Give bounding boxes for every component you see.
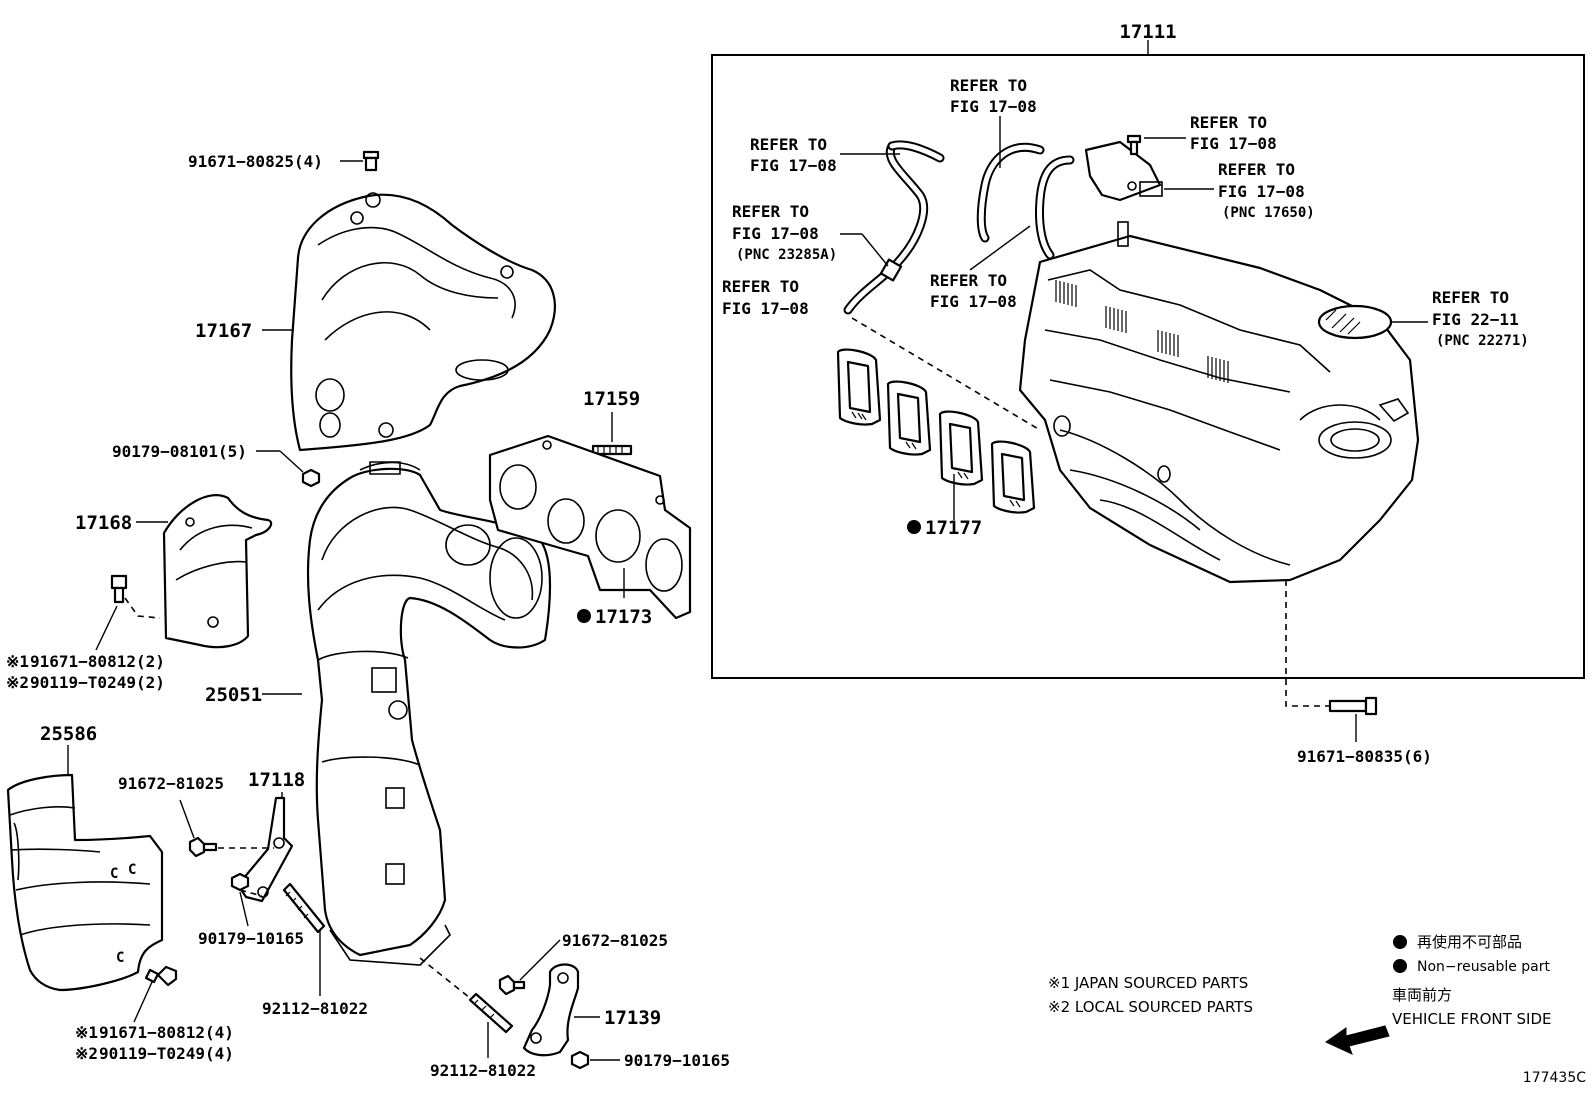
refer-2-line2: FIG 17−08: [750, 156, 837, 175]
refer-5-line1: REFER TO: [930, 271, 1007, 290]
mark-local-1: ※2: [6, 673, 29, 692]
label-17167: 17167: [195, 320, 252, 342]
stud-92112-81022-upper: [282, 882, 326, 934]
pcv-hose-left: [843, 140, 945, 315]
diagram-id: 177435C: [1523, 1070, 1586, 1086]
refer-3-line2: FIG 17−08: [732, 224, 819, 243]
nonreusable-marker-17177: [907, 520, 921, 534]
svg-text:C: C: [110, 866, 118, 882]
label-91671-80825: 91671−80825(4): [188, 152, 323, 171]
refer-3-pnc: (PNC 23285A): [736, 247, 837, 263]
heat-insulator-25586: C C C: [6, 773, 164, 992]
refer-3-line1: REFER TO: [732, 202, 809, 221]
label-17168: 17168: [75, 512, 132, 534]
stay-17118: [236, 796, 294, 903]
vsv-bracket-17650: [1084, 134, 1163, 202]
label-91671-80835: 91671−80835(6): [1297, 747, 1432, 766]
label-25051: 25051: [205, 684, 262, 706]
legend-front-en: VEHICLE FRONT SIDE: [1392, 1010, 1552, 1028]
bolt-91671-80825: [362, 150, 380, 172]
label-90179-10165-upper: 90179−10165: [198, 929, 304, 948]
vacuum-hose-middle: [976, 142, 1075, 260]
label-17159: 17159: [583, 388, 640, 410]
bolt-91671-80812-insulator-lower: [144, 965, 178, 987]
nonreusable-marker-17173: [577, 609, 591, 623]
insulator-17168: [162, 494, 273, 649]
refer-4-line2: FIG 17−08: [722, 299, 809, 318]
label-17118: 17118: [248, 769, 305, 791]
label-90119-T0249-4: 90119−T0249(4): [99, 1044, 234, 1063]
stay-17139: [522, 963, 580, 1057]
label-91672-81025-lower: 91672−81025: [562, 931, 668, 950]
bolt-91671-80812-insulator: [110, 574, 128, 604]
refer-1-line2: FIG 17−08: [950, 97, 1037, 116]
refer-7-line2: FIG 17−08: [1218, 182, 1305, 201]
label-25586: 25586: [40, 723, 97, 745]
front-arrow-icon: [1325, 1025, 1390, 1055]
label-92112-81022-upper: 92112−81022: [262, 999, 368, 1018]
label-90179-08101: 90179−08101(5): [112, 442, 247, 461]
bolt-91672-81025-lower: [498, 974, 526, 996]
heat-insulator-17167: [290, 192, 556, 452]
refer-8-pnc: (PNC 22271): [1436, 333, 1529, 349]
intake-manifold: [1018, 221, 1420, 584]
throttle-gasket-22271: [1317, 304, 1393, 340]
nut-90179-10165-upper: [230, 872, 250, 892]
refer-7-pnc: (PNC 17650): [1222, 205, 1315, 221]
svg-text:C: C: [128, 862, 136, 878]
legend-japan-sourced: ※1 JAPAN SOURCED PARTS: [1048, 974, 1248, 992]
bolt-91671-80835: [1328, 696, 1378, 716]
gasket-17159: [591, 444, 633, 456]
mark-japan-1: ※1: [6, 652, 29, 671]
mark-japan-2: ※1: [75, 1023, 98, 1042]
legend-dot-icon-en: [1393, 959, 1407, 973]
gasket-17173: [488, 434, 692, 620]
label-91671-80812-4: 91671−80812(4): [99, 1023, 234, 1042]
intake-gaskets-17177: [836, 348, 1036, 514]
label-91672-81025-upper: 91672−81025: [118, 774, 224, 793]
legend-front-jp: 車両前方: [1392, 986, 1452, 1004]
mark-local-2: ※2: [75, 1044, 98, 1063]
stud-92112-81022-lower: [468, 992, 514, 1034]
label-17173: 17173: [595, 606, 652, 628]
bolt-91672-81025-stay: [188, 836, 218, 858]
nut-90179-10165-lower: [570, 1050, 590, 1070]
refer-6-line1: REFER TO: [1190, 113, 1267, 132]
label-17177: 17177: [925, 517, 982, 539]
svg-text:C: C: [116, 950, 124, 966]
label-91671-80812-2: 91671−80812(2): [30, 652, 165, 671]
refer-1-line1: REFER TO: [950, 76, 1027, 95]
refer-8-line1: REFER TO: [1432, 288, 1509, 307]
nut-90179-08101: [301, 468, 321, 488]
group-box-label: 17111: [1119, 21, 1176, 43]
legend-dot-icon-jp: [1393, 935, 1407, 949]
refer-5-line2: FIG 17−08: [930, 292, 1017, 311]
legend-local-sourced: ※2 LOCAL SOURCED PARTS: [1048, 998, 1253, 1016]
label-17139: 17139: [604, 1007, 661, 1029]
refer-7-line1: REFER TO: [1218, 160, 1295, 179]
legend-nonreusable-jp: 再使用不可部品: [1417, 933, 1522, 951]
refer-8-line2: FIG 22−11: [1432, 310, 1519, 329]
refer-6-line2: FIG 17−08: [1190, 134, 1277, 153]
label-92112-81022-lower: 92112−81022: [430, 1061, 536, 1080]
refer-2-line1: REFER TO: [750, 135, 827, 154]
legend-nonreusable-en: Non−reusable part: [1417, 959, 1551, 975]
exhaust-manifold-converter-25051: [306, 461, 552, 966]
label-90119-T0249-2: 90119−T0249(2): [30, 673, 165, 692]
refer-4-line1: REFER TO: [722, 277, 799, 296]
label-90179-10165-lower: 90179−10165: [624, 1051, 730, 1070]
